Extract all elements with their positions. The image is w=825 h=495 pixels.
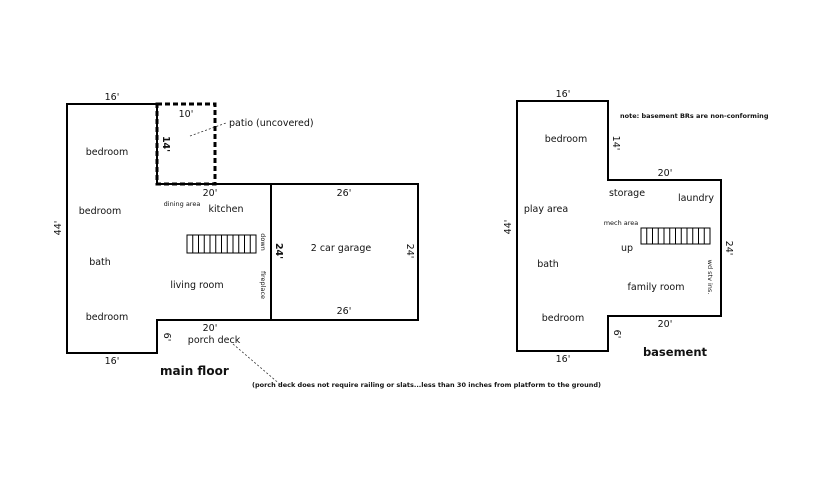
dim-top: 16' [105, 92, 120, 103]
room-bath: bath [89, 257, 111, 268]
dim-top: 16' [556, 89, 571, 100]
dim-kitchen-top: 20' [203, 188, 218, 199]
basement-plan: 16' 16' 44' 14' 20' 20' 6' 24' note: bas… [503, 89, 769, 365]
room-bedroom: bedroom [86, 147, 128, 158]
dim-porch-top: 20' [203, 323, 218, 334]
basement-title: basement [643, 345, 708, 359]
porch-note: (porch deck does not require railing or … [252, 381, 601, 389]
room-play-area: play area [524, 204, 568, 215]
dim-garage-right: 24' [404, 244, 415, 259]
room-bath: bath [537, 259, 559, 270]
room-bedroom: bedroom [79, 206, 121, 217]
dim-top-20: 20' [658, 168, 673, 179]
basement-outline [516, 100, 722, 352]
room-bedroom: bedroom [545, 134, 587, 145]
dim-bottom: 16' [105, 356, 120, 367]
room-kitchen: kitchen [209, 204, 244, 215]
dim-bottom: 16' [556, 354, 571, 365]
room-mech-area: mech area [604, 219, 639, 227]
room-family-room: family room [628, 282, 685, 293]
room-laundry: laundry [678, 193, 714, 204]
main-floor-title: main floor [160, 364, 229, 378]
room-bedroom: bedroom [86, 312, 128, 323]
wood-stove-label: wd stv ins. [706, 260, 714, 295]
dim-garage-top: 26' [337, 188, 352, 199]
dim-left: 44' [503, 220, 514, 235]
room-storage: storage [609, 188, 645, 199]
patio-outline [155, 102, 217, 186]
garage-outline [270, 183, 419, 321]
room-garage: 2 car garage [311, 243, 372, 254]
patio-leader [189, 122, 227, 137]
basement-note: note: basement BRs are non-conforming [620, 112, 769, 120]
dim-side-6: 6' [611, 330, 622, 339]
room-porch-deck: porch deck [188, 335, 241, 346]
stairs [640, 227, 711, 245]
room-dining-area: dining area [164, 200, 201, 208]
room-living-room: living room [170, 280, 223, 291]
patio-label: patio (uncovered) [229, 118, 314, 129]
dim-porch-side: 6' [161, 333, 172, 342]
dim-patio-side: 14' [160, 136, 171, 152]
fireplace-label: fireplace [259, 271, 267, 299]
dim-bottom-20: 20' [658, 319, 673, 330]
main-floor-plan: 16' 16' 44' 10' 14' 20' 20' 6' 24' 26' 2… [53, 92, 601, 389]
porch-leader [232, 343, 283, 387]
dim-garage-bottom: 26' [337, 306, 352, 317]
dim-left: 44' [53, 221, 64, 236]
dim-right: 24' [723, 241, 734, 256]
dim-patio-top: 10' [179, 109, 194, 120]
dim-wall: 24' [273, 243, 284, 259]
room-bedroom: bedroom [542, 313, 584, 324]
stairs-up-label: up [621, 243, 633, 254]
stairs [186, 234, 257, 254]
stairs-down-label: down [259, 233, 267, 251]
dim-side-14: 14' [610, 136, 621, 151]
